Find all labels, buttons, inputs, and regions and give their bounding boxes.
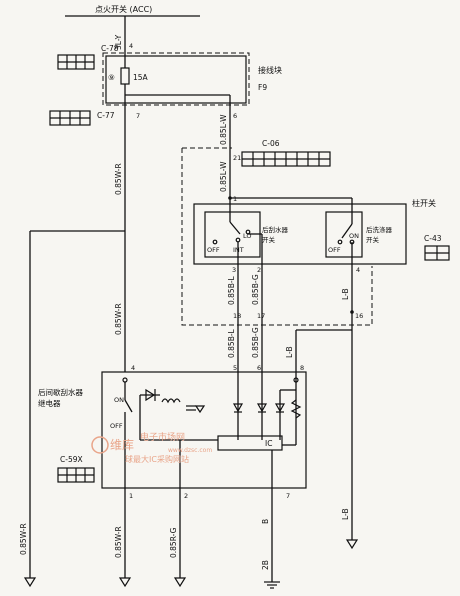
relay-on-label: ON xyxy=(114,396,124,404)
relay-off-label: OFF xyxy=(110,422,123,430)
watermark-logo xyxy=(91,436,109,454)
rear-wiper-switch-label: 后刮水器 xyxy=(262,225,289,234)
wire-2b-label: 2B xyxy=(261,560,270,570)
switch-lo-label: LO xyxy=(243,232,252,240)
connector-c59x-icon xyxy=(57,467,95,483)
connector-c77-icon xyxy=(49,110,91,126)
relay-label: 后间歇刮水器 xyxy=(38,387,83,397)
wiper-contact-int xyxy=(235,237,241,243)
connector-c43-label: C-43 xyxy=(424,234,442,243)
pin-1-relay: 1 xyxy=(129,492,133,500)
relay-terminal-8 xyxy=(293,377,299,383)
column-switch-label: 柱开关 xyxy=(412,198,436,208)
wire-085bg-label-b: 0.85B-G xyxy=(251,327,260,358)
watermark-url: www.dzsc.com xyxy=(168,447,212,454)
relay-label-2: 继电器 xyxy=(38,398,61,408)
relay-ic-label: IC xyxy=(265,439,272,448)
junction-block xyxy=(105,55,247,104)
relay-ic xyxy=(217,435,283,451)
wire-085lw-label-b: 0.85L-W xyxy=(219,161,228,192)
pin-6-relay: 6 xyxy=(257,364,261,372)
wire-3ly-label: 3L-Y xyxy=(114,34,123,50)
connector-c43-icon xyxy=(424,245,450,261)
wiper-sw-blade xyxy=(229,221,241,235)
fuse-rating: 15A xyxy=(133,73,149,82)
connector-c06-icon xyxy=(241,151,331,167)
output-arrow-1 xyxy=(118,577,132,588)
pin-21: 21 xyxy=(233,154,241,162)
wire-085bl-label-a: 0.85B-L xyxy=(227,275,236,305)
wire-085bg-label-a: 0.85B-G xyxy=(251,274,260,305)
relay-box xyxy=(101,371,307,489)
wire-lb-label-b: L-B xyxy=(285,346,294,358)
switch-off-label-2: OFF xyxy=(328,246,341,254)
wire-085wr-label-b: 0.85W-R xyxy=(114,303,123,335)
fuse-number: ⑨ xyxy=(108,73,115,82)
pin-7-relay: 7 xyxy=(286,492,290,500)
connector-c06-label: C-06 xyxy=(262,139,280,148)
rear-wiper-switch-label-2: 开关 xyxy=(262,235,276,244)
washer-sw-blade xyxy=(341,223,353,239)
wire-lb-label-c: L-B xyxy=(341,508,350,520)
pin-16: 16 xyxy=(355,312,363,320)
wire-085wr-label-c: 0.85W-R xyxy=(19,523,28,555)
pin-6-junction: 6 xyxy=(233,112,237,120)
ground-arrow-left xyxy=(23,577,37,588)
junction-block-label: 接线块 xyxy=(258,65,282,75)
relay-terminal-4 xyxy=(122,377,128,383)
output-arrow-lb xyxy=(345,539,359,550)
fuse-symbol xyxy=(120,67,130,85)
wire-085wr-label-d: 0.85W-R xyxy=(114,526,123,558)
pin-2-relay: 2 xyxy=(184,492,188,500)
ground-icon xyxy=(264,581,280,589)
pin-1-switch: 1 xyxy=(233,195,237,203)
diode-icon xyxy=(145,388,156,402)
pin-7-c77: 7 xyxy=(136,112,140,120)
wire-085rg-label: 0.85R-G xyxy=(169,527,178,558)
connector-c77-label: C-77 xyxy=(97,111,115,120)
column-switch-dashed xyxy=(181,147,373,326)
column-switch-box xyxy=(193,203,407,265)
pin-3: 3 xyxy=(232,266,236,274)
diode-5-icon xyxy=(232,403,244,413)
pin-4-relay: 4 xyxy=(131,364,135,372)
wire-085lw-label-a: 0.85L-W xyxy=(219,114,228,145)
rear-washer-switch-label: 后洗涤器 xyxy=(366,225,393,234)
watermark-brand: 维库 xyxy=(110,437,134,452)
relay-contact-blade xyxy=(124,399,133,413)
pin-17: 17 xyxy=(257,312,265,320)
watermark-slogan: 球最大IC采购网站 xyxy=(125,454,189,464)
wiper-contact-off xyxy=(212,239,218,245)
washer-contact-off xyxy=(337,239,343,245)
zener-icon xyxy=(194,405,206,414)
watermark-site: 电子市场网 xyxy=(140,431,185,443)
resistor-icon xyxy=(290,399,302,419)
connector-c59x-label: C-59X xyxy=(60,455,83,464)
pin-4-c78: 4 xyxy=(129,42,133,50)
switch-on-label: ON xyxy=(349,232,359,240)
output-arrow-2 xyxy=(173,577,187,588)
wire-085wr-label-a: 0.85W-R xyxy=(114,163,123,195)
fuse-f9-label: F9 xyxy=(258,83,267,92)
rear-washer-switch-label-2: 开关 xyxy=(366,235,380,244)
pin-8: 8 xyxy=(300,364,304,372)
diode-6-icon xyxy=(256,403,268,413)
wire-lb-label-a: L-B xyxy=(341,288,350,300)
pin-18: 18 xyxy=(233,312,241,320)
relay-coil-icon xyxy=(161,398,181,404)
pin-2: 2 xyxy=(257,266,261,274)
wire-b-label: B xyxy=(261,519,270,524)
connector-c78-label: C-78 xyxy=(101,44,119,53)
switch-off-label-1: OFF xyxy=(207,246,220,254)
connector-c78-icon xyxy=(57,54,95,70)
ignition-label: 点火开关 (ACC) xyxy=(95,4,152,14)
junction-block-outline xyxy=(102,52,250,106)
wire-085bl-label-b: 0.85B-L xyxy=(227,328,236,358)
rear-washer-switch xyxy=(325,211,363,258)
pin-5: 5 xyxy=(233,364,237,372)
pin-4-washer: 4 xyxy=(356,266,360,274)
junction-dot-16 xyxy=(350,310,354,314)
